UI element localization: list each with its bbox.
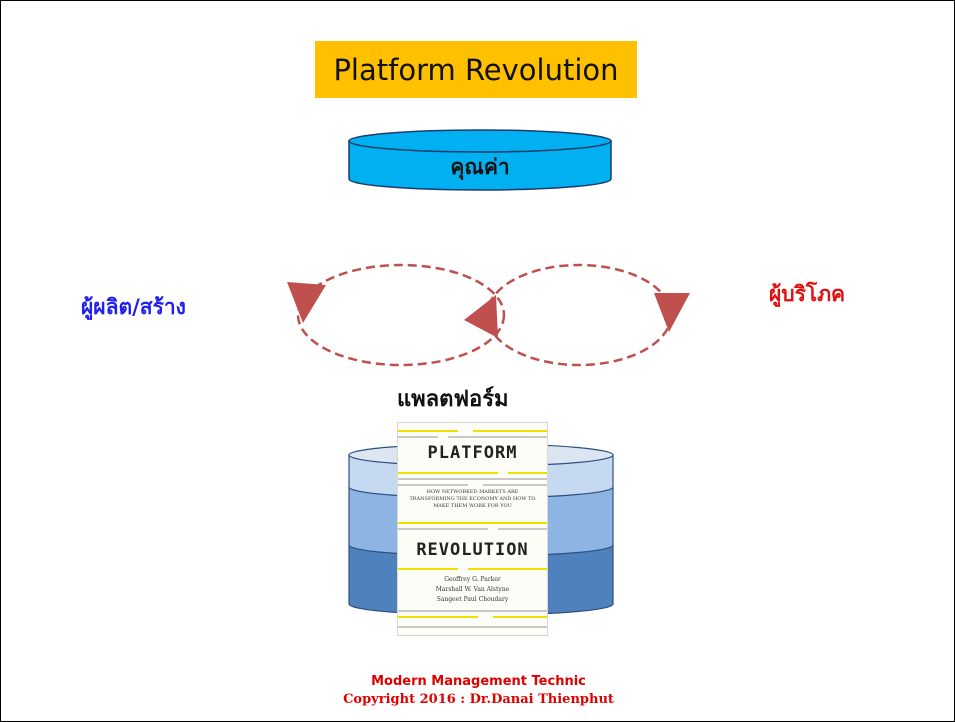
platform-label: แพลตฟอร์ม <box>397 387 509 412</box>
book-authors: Geoffrey G. Parker Marshall W. Van Alsty… <box>418 575 527 605</box>
left-arrow-head <box>287 282 326 323</box>
value-label: คุณค่า <box>450 155 510 179</box>
book-author: Marshall W. Van Alstyne <box>435 586 510 593</box>
footer-course-name: Modern Management Technic <box>371 674 586 689</box>
book-title-line2: REVOLUTION <box>398 540 547 560</box>
footer-copyright: Copyright 2016 : Dr.Danai Thienphut <box>343 692 614 707</box>
book-author: Sangeet Paul Choudary <box>436 596 509 603</box>
consumer-label: ผู้บริโภค <box>769 282 846 306</box>
right-arrow-head <box>654 293 690 332</box>
book-cover-lines <box>398 430 547 628</box>
book-subtitle: How networked markets are transforming t… <box>406 489 539 510</box>
book-title-line1: PLATFORM <box>398 443 547 463</box>
slide-title: Platform Revolution <box>315 41 637 98</box>
producer-label: ผู้ผลิต/สร้าง <box>81 295 186 319</box>
center-arrow-head <box>464 295 498 338</box>
book-author: Geoffrey G. Parker <box>444 576 501 583</box>
book-cover: PLATFORM How networked markets are trans… <box>397 422 548 636</box>
value-cylinder <box>348 129 612 191</box>
